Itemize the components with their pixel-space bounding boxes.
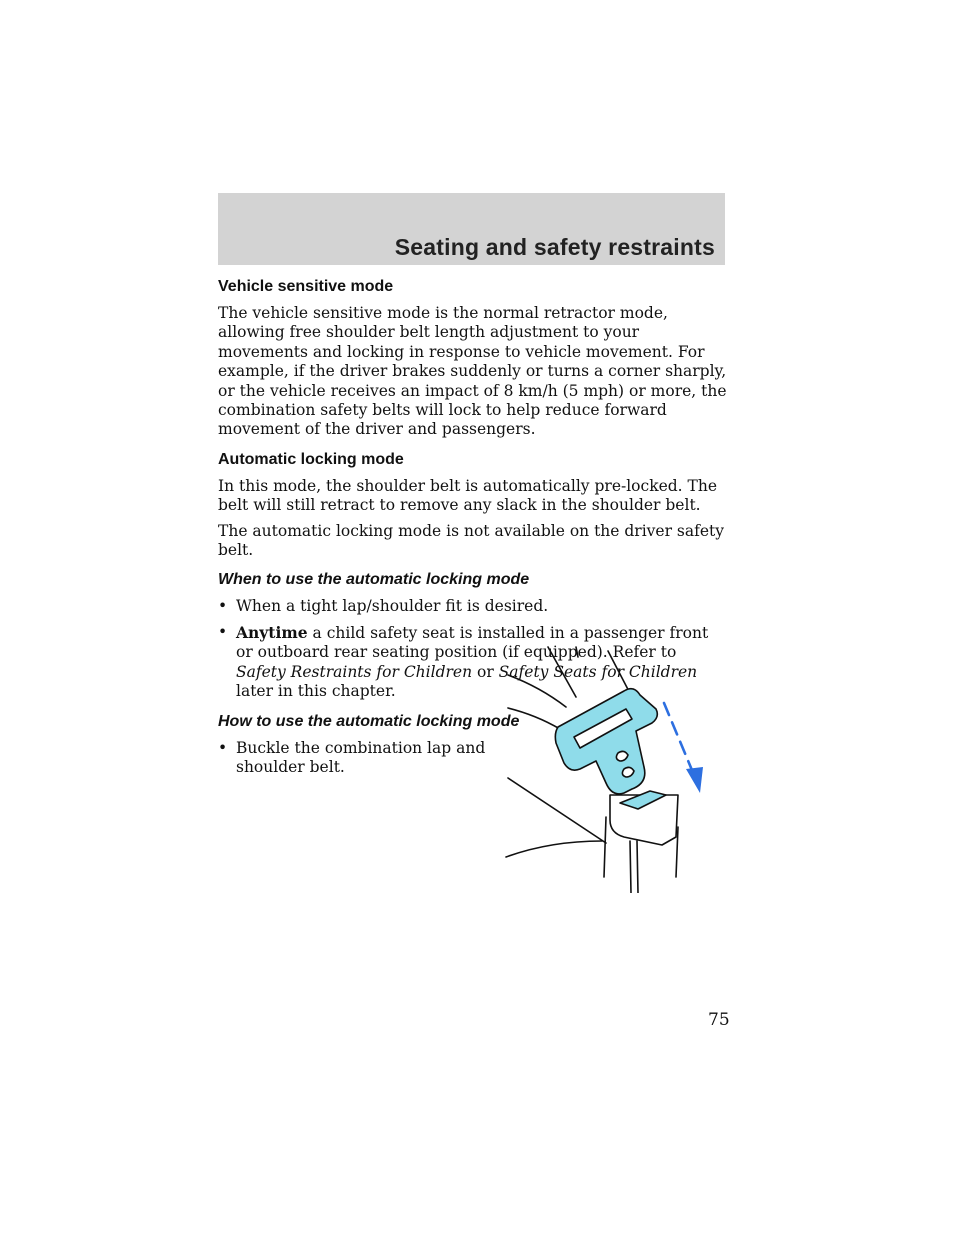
reference-safety-seats: Safety Seats for Children bbox=[498, 662, 698, 681]
header-band: Seating and safety restraints bbox=[218, 193, 725, 265]
heading-how-to-use: How to use the automatic locking mode bbox=[218, 712, 520, 730]
list-item: • Anytime a child safety seat is install… bbox=[218, 623, 728, 702]
latch-slot bbox=[573, 708, 633, 749]
bullet-text: Buckle the combination lap and shoulder … bbox=[236, 738, 486, 776]
page-number: 75 bbox=[708, 1010, 730, 1030]
bullet-symbol: • bbox=[218, 597, 228, 616]
bullet-symbol: • bbox=[218, 738, 228, 757]
bullet-text: When a tight lap/shoulder fit is desired… bbox=[236, 597, 549, 616]
latch-plate bbox=[554, 687, 659, 795]
paragraph-automatic-locking-1: In this mode, the shoulder belt is autom… bbox=[218, 476, 718, 515]
bullet-text-part: a child safety seat is installed in a pa… bbox=[236, 623, 709, 662]
reference-safety-restraints: Safety Restraints for Children bbox=[236, 662, 473, 681]
paragraph-vehicle-sensitive-mode: The vehicle sensitive mode is the normal… bbox=[218, 304, 727, 439]
bullet-symbol: • bbox=[218, 622, 228, 641]
buckle-latch bbox=[554, 687, 667, 810]
paragraph-automatic-locking-2: The automatic locking mode is not availa… bbox=[218, 521, 725, 560]
arrow-down-icon bbox=[662, 701, 703, 793]
page-content: Vehicle sensitive mode The vehicle sensi… bbox=[218, 276, 728, 777]
list-item: • Buckle the combination lap and shoulde… bbox=[218, 739, 728, 778]
latch-hole-top bbox=[615, 750, 629, 762]
page-title: Seating and safety restraints bbox=[394, 234, 715, 260]
list-item: • When a tight lap/shoulder fit is desir… bbox=[218, 597, 728, 616]
emphasis-anytime: Anytime bbox=[236, 622, 308, 642]
bullet-text: Anytime a child safety seat is installed… bbox=[236, 623, 728, 702]
heading-automatic-locking-mode: Automatic locking mode bbox=[218, 450, 404, 468]
heading-when-to-use: When to use the automatic locking mode bbox=[218, 571, 530, 589]
latch-hole-bottom bbox=[621, 766, 635, 778]
seat-belt-buckle-illustration bbox=[505, 646, 703, 893]
heading-vehicle-sensitive-mode: Vehicle sensitive mode bbox=[218, 278, 394, 295]
receptacle-opening bbox=[619, 790, 667, 810]
bullet-text-part: or bbox=[472, 662, 499, 681]
bullet-text-part: later in this chapter. bbox=[236, 682, 396, 701]
